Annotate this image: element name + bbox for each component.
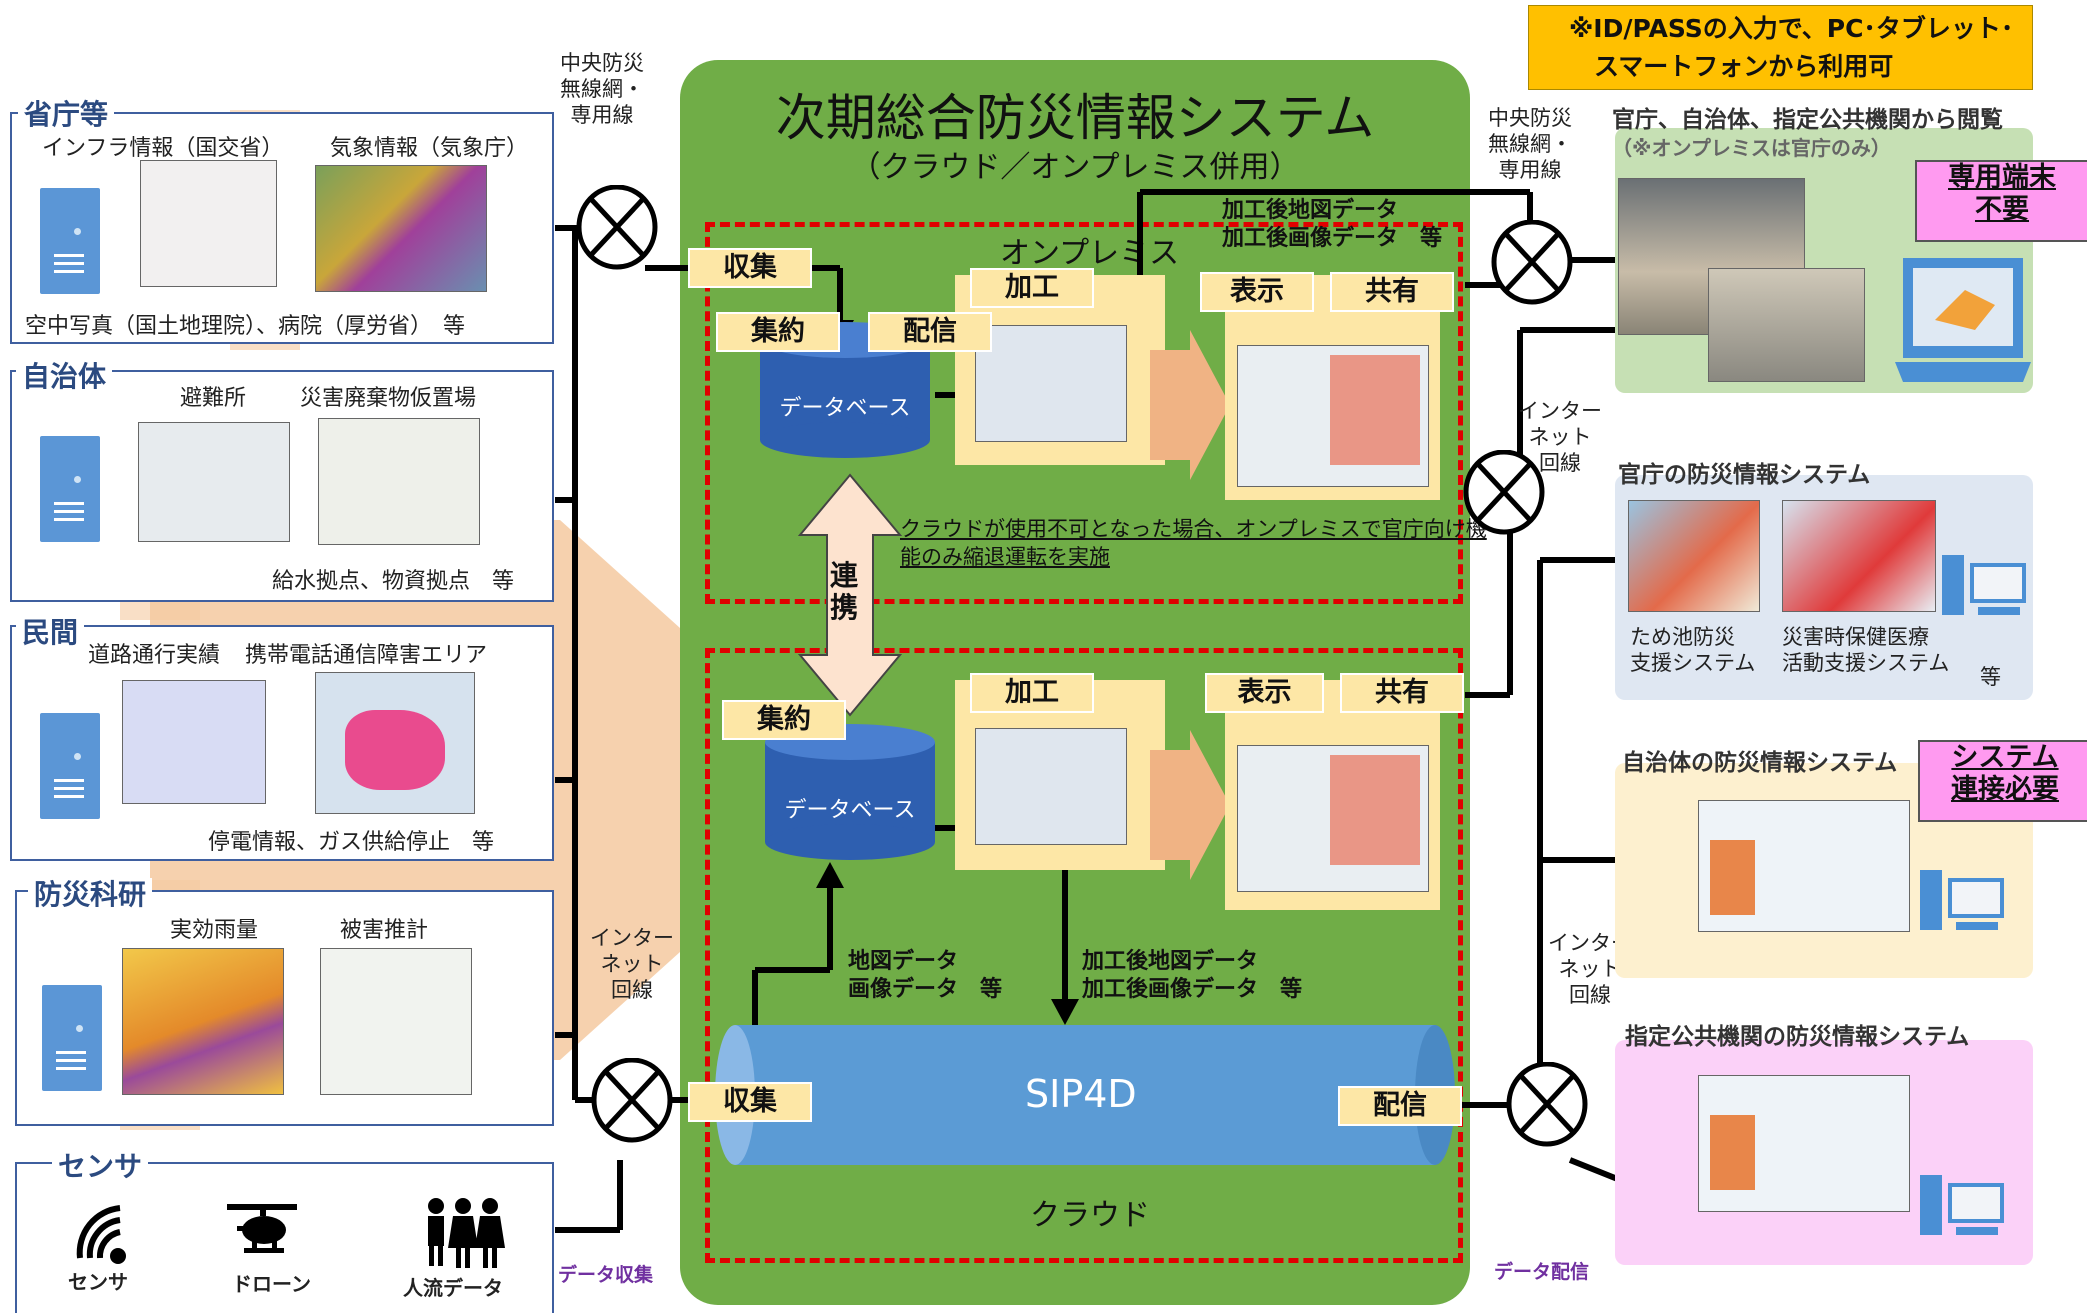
cloud-label: クラウド xyxy=(1030,1198,1150,1233)
municipal-title: 自治体の防災情報システム xyxy=(1622,750,1898,776)
source-footer-ministries: 空中写真（国土地理院）、病院（厚労省） 等 xyxy=(25,314,466,339)
source-caption-bosai-2: 被害推計 xyxy=(340,918,429,943)
network-node-internet-right-bottom xyxy=(1506,1062,1588,1147)
onpremise-label: オンプレミス xyxy=(1000,236,1180,271)
tag-collect-bottom: 収集 xyxy=(688,1082,812,1122)
source-caption-private-1: 道路通行実績 xyxy=(88,643,221,668)
sensor-label-people-flow: 人流データ xyxy=(403,1276,503,1300)
source-caption-bosai-1: 実効雨量 xyxy=(170,918,259,943)
system-subtitle: （クラウド／オンプレミス併用） xyxy=(850,150,1300,185)
source-footer-private: 停電情報、ガス供給停止 等 xyxy=(208,830,495,855)
processed-data-note-top: 加工後地図データ 加工後画像データ 等 xyxy=(1222,198,1443,251)
thumb-weather-map xyxy=(315,165,487,292)
system-title: 次期総合防災情報システム xyxy=(775,89,1375,147)
process-arrow-top xyxy=(1150,330,1230,480)
tag-distribute-bottom: 配信 xyxy=(1338,1086,1462,1126)
thumb-shelter-map xyxy=(138,422,290,542)
server-icon-private xyxy=(40,713,100,819)
process-thumb-top xyxy=(975,325,1127,442)
ministry-system-1: ため池防災 支援システム xyxy=(1630,625,1756,675)
thumb-effective-rainfall-map xyxy=(122,948,284,1095)
source-caption-municipalities-1: 避難所 xyxy=(180,386,247,411)
source-label-sensors: センサ xyxy=(52,1150,149,1184)
people-icon xyxy=(428,1198,505,1268)
ministry-title: 官庁の防災情報システム xyxy=(1618,462,1871,488)
ministry-system-2: 災害時保健医療 活動支援システム xyxy=(1782,625,1950,675)
network-label-internet-left: インター ネット 回線 xyxy=(590,926,674,1002)
raw-data-note: 地図データ 画像データ 等 xyxy=(848,949,1003,1002)
network-node-central-right xyxy=(1491,220,1573,305)
source-label-bosai: 防災科研 xyxy=(28,878,153,912)
process-thumb-bottom xyxy=(975,728,1127,845)
ministry-etc: 等 xyxy=(1980,665,2001,689)
fallback-note-line2: 能のみ縮退運転を実施 xyxy=(900,545,1110,569)
network-label-central-left: 中央防災 無線網・ 専用線 xyxy=(560,51,644,127)
source-caption-ministries-2: 気象情報（気象庁） xyxy=(330,136,529,161)
network-label-central-right: 中央防災 無線網・ 専用線 xyxy=(1488,106,1572,182)
pc-icon-ministry xyxy=(1942,555,2026,615)
mobile-outage-area xyxy=(345,710,445,790)
tag-display-bottom: 表示 xyxy=(1205,673,1324,713)
tag-process-top: 加工 xyxy=(970,268,1094,308)
thumb-disaster-waste-map xyxy=(318,418,480,545)
renkei-label: 連携 xyxy=(830,559,859,624)
server-icon-bosai xyxy=(42,985,102,1091)
label-data-collect: データ収集 xyxy=(558,1264,654,1286)
display-map-highlight-top xyxy=(1330,355,1420,465)
tag-share-top: 共有 xyxy=(1330,272,1454,312)
database-label-bottom: データベース xyxy=(784,798,916,823)
process-arrow-bottom xyxy=(1150,730,1230,880)
source-caption-municipalities-2: 災害廃棄物仮置場 xyxy=(300,386,477,411)
network-node-internet-right-top xyxy=(1463,450,1545,535)
display-map-highlight-bottom xyxy=(1330,755,1420,865)
network-node-internet-left xyxy=(591,1058,673,1143)
source-footer-municipalities: 給水拠点、物資拠点 等 xyxy=(272,569,515,594)
processed-data-note-bottom: 加工後地図データ 加工後画像データ 等 xyxy=(1082,949,1303,1002)
viewer-subtitle: （※オンプレミスは官庁のみ） xyxy=(1612,136,1891,160)
tag-process-bottom: 加工 xyxy=(970,673,1094,713)
callout-no-dedicated-terminal: 専用端末 不要 xyxy=(1915,160,2087,242)
photo-operations-staff xyxy=(1708,268,1865,382)
pc-icon-designated xyxy=(1920,1175,2004,1235)
designated-title: 指定公共機関の防災情報システム xyxy=(1625,1024,1970,1050)
thumb-reservoir-system xyxy=(1628,500,1760,612)
notice-box: ※ID/PASSの入力で、PC･タブレット･ スマートフォンから利用可 xyxy=(1528,5,2033,90)
fallback-note-line1: クラウドが使用不可となった場合、オンプレミスで官庁向け機 xyxy=(900,517,1487,541)
drone-icon xyxy=(227,1204,297,1253)
tag-aggregate-bottom: 集約 xyxy=(722,700,846,740)
source-label-municipalities: 自治体 xyxy=(16,360,113,394)
tag-distribute-top: 配信 xyxy=(868,312,992,352)
label-data-distribute: データ配信 xyxy=(1494,1261,1590,1283)
cloud-zone xyxy=(705,648,1463,1263)
sensor-label-sensor: センサ xyxy=(68,1270,128,1294)
sip4d-label: SIP4D xyxy=(1025,1072,1137,1116)
database-label-top: データベース xyxy=(779,396,911,421)
network-label-internet-right-top: インター ネット 回線 xyxy=(1518,399,1602,475)
onpremise-zone xyxy=(705,222,1463,604)
source-caption-ministries-1: インフラ情報（国交省） xyxy=(42,136,284,161)
designated-map-highlight xyxy=(1710,1115,1755,1190)
thumb-infrastructure-map xyxy=(140,160,277,287)
viewer-title: 官庁、自治体、指定公共機関から閲覧 xyxy=(1612,107,2003,133)
thumb-road-traffic-map xyxy=(122,680,266,804)
thumb-medical-support-system xyxy=(1782,500,1936,612)
sensor-icon xyxy=(76,1205,126,1264)
network-node-central-left xyxy=(576,185,658,270)
tag-aggregate-top: 集約 xyxy=(716,312,840,352)
thumb-damage-estimate-map xyxy=(320,948,472,1095)
municipal-map-highlight xyxy=(1710,840,1755,915)
laptop-icon xyxy=(1895,258,2031,382)
callout-system-connection: システム 連接必要 xyxy=(1918,740,2087,822)
tag-collect-top: 収集 xyxy=(688,248,812,288)
sensor-label-drone: ドローン xyxy=(232,1272,311,1296)
source-label-ministries: 省庁等 xyxy=(18,98,115,132)
renkei-arrow xyxy=(797,473,903,717)
tag-share-bottom: 共有 xyxy=(1340,673,1464,713)
pc-icon-municipal xyxy=(1920,870,2004,930)
server-icon-municipalities xyxy=(40,436,100,542)
tag-display-top: 表示 xyxy=(1200,272,1314,312)
server-icon-ministries xyxy=(40,188,100,294)
source-caption-private-2: 携帯電話通信障害エリア xyxy=(245,643,488,668)
source-label-private: 民間 xyxy=(16,616,85,650)
